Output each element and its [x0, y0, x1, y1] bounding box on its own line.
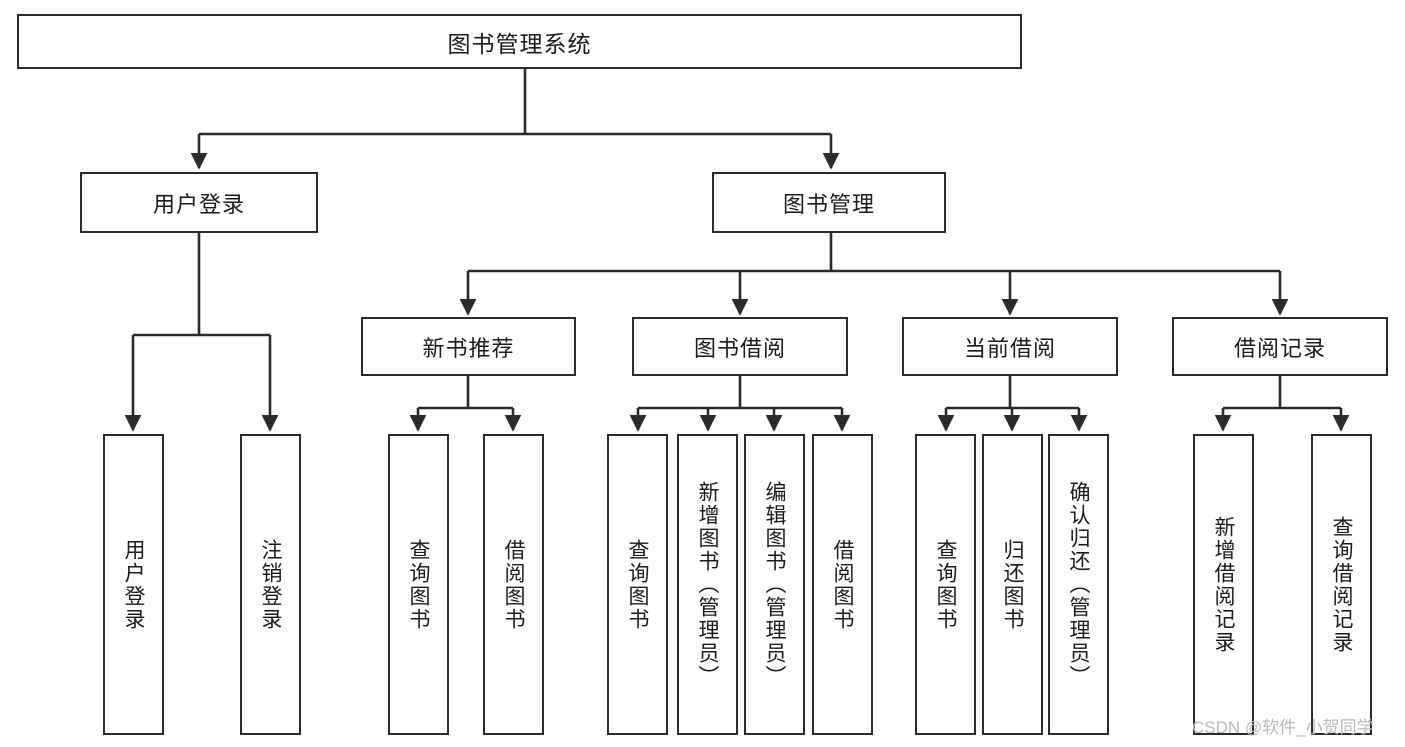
node-current-borrow-label: 当前借阅 — [963, 335, 1056, 361]
leaf-return-book-label: 归还图书 — [1001, 538, 1024, 631]
leaf-logout-label: 注销登录 — [259, 538, 282, 631]
leaf-query-book-3[interactable]: 查询图书 — [915, 434, 976, 735]
leaf-confirm-return[interactable]: 确认归还（管理员） — [1048, 434, 1109, 735]
leaf-return-book[interactable]: 归还图书 — [982, 434, 1043, 735]
leaf-query-book-2[interactable]: 查询图书 — [607, 434, 668, 735]
node-root[interactable]: 图书管理系统 — [17, 14, 1022, 69]
leaf-query-book-1-label: 查询图书 — [407, 538, 430, 631]
node-book-borrow[interactable]: 图书借阅 — [632, 317, 848, 376]
leaf-query-book-1[interactable]: 查询图书 — [388, 434, 449, 735]
leaf-query-borrow-record-label: 查询借阅记录 — [1330, 515, 1353, 654]
leaf-borrow-book-2-label: 借阅图书 — [831, 538, 854, 631]
leaf-user-login-label: 用户登录 — [122, 538, 145, 631]
node-book-borrow-label: 图书借阅 — [693, 335, 786, 361]
node-borrow-record[interactable]: 借阅记录 — [1172, 317, 1388, 376]
node-new-book-recommend[interactable]: 新书推荐 — [361, 317, 576, 376]
leaf-edit-book[interactable]: 编辑图书（管理员） — [744, 434, 805, 735]
leaf-borrow-book-1[interactable]: 借阅图书 — [483, 434, 544, 735]
leaf-borrow-book-1-label: 借阅图书 — [502, 538, 525, 631]
leaf-user-login[interactable]: 用户登录 — [103, 434, 164, 735]
leaf-query-book-3-label: 查询图书 — [934, 538, 957, 631]
leaf-add-borrow-record-label: 新增借阅记录 — [1212, 515, 1235, 654]
node-borrow-record-label: 借阅记录 — [1233, 335, 1326, 361]
leaf-logout[interactable]: 注销登录 — [240, 434, 301, 735]
node-current-borrow[interactable]: 当前借阅 — [902, 317, 1118, 376]
node-user-login[interactable]: 用户登录 — [80, 172, 318, 233]
leaf-confirm-return-label: 确认归还（管理员） — [1067, 481, 1090, 688]
leaf-add-book-label: 新增图书（管理员） — [696, 481, 719, 688]
node-root-label: 图书管理系统 — [447, 30, 592, 57]
node-book-manage[interactable]: 图书管理 — [712, 172, 946, 233]
leaf-borrow-book-2[interactable]: 借阅图书 — [812, 434, 873, 735]
node-user-login-label: 用户登录 — [152, 191, 245, 217]
leaf-add-book[interactable]: 新增图书（管理员） — [677, 434, 738, 735]
node-new-book-recommend-label: 新书推荐 — [422, 335, 515, 361]
leaf-edit-book-label: 编辑图书（管理员） — [763, 481, 786, 688]
node-book-manage-label: 图书管理 — [782, 191, 875, 217]
leaf-query-book-2-label: 查询图书 — [626, 538, 649, 631]
leaf-query-borrow-record[interactable]: 查询借阅记录 — [1311, 434, 1372, 735]
leaf-add-borrow-record[interactable]: 新增借阅记录 — [1193, 434, 1254, 735]
